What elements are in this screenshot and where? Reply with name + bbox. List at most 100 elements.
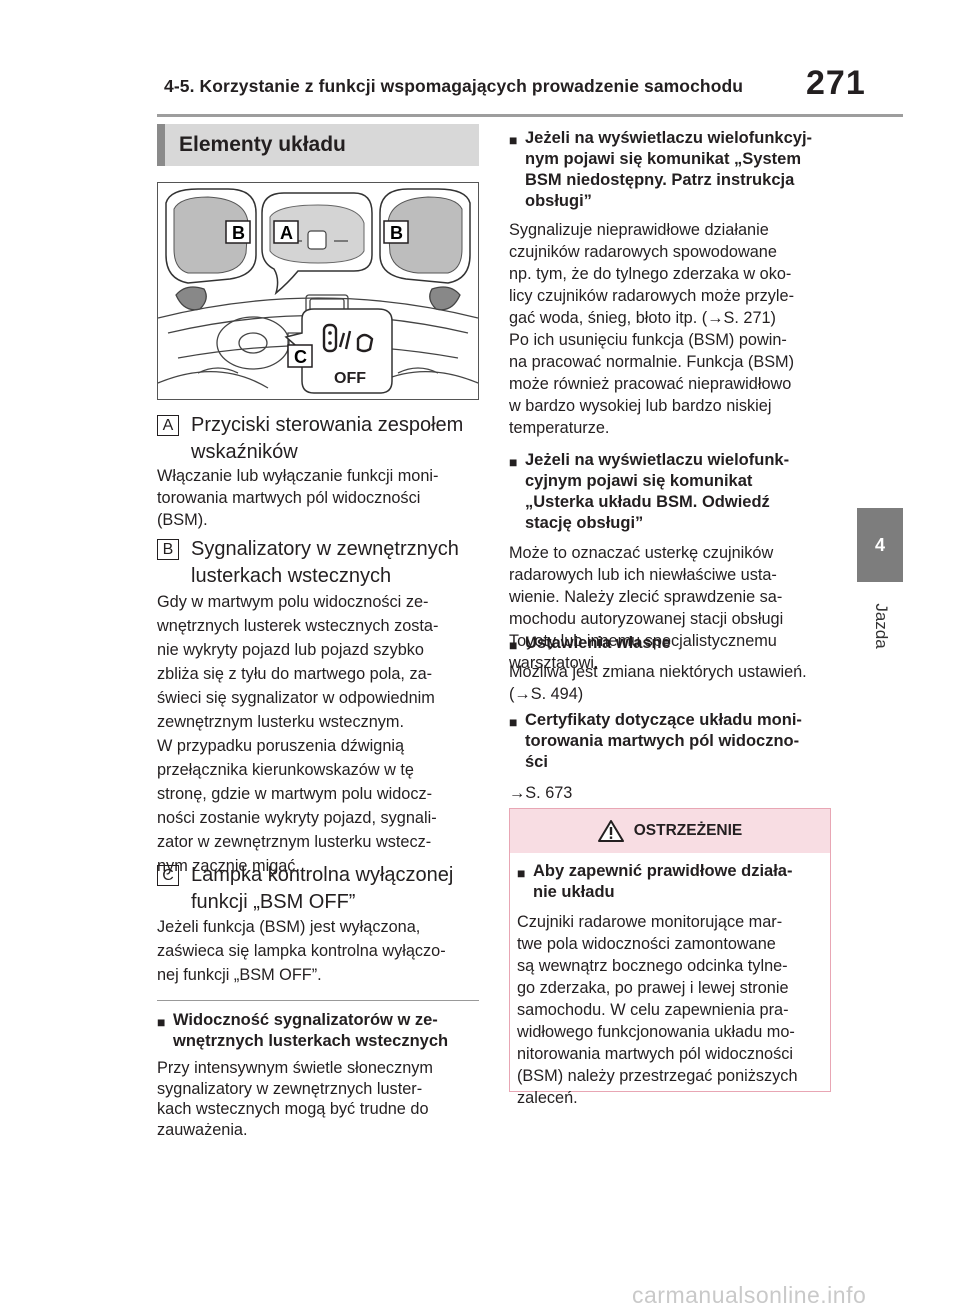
text-line: Sygnalizuje nieprawidłowe działanie	[509, 221, 769, 239]
header-rule	[157, 114, 903, 117]
heading-line: BSM niedostępny. Patrz instrukcja	[525, 171, 795, 189]
text-line: torowania martwych pól widoczności	[157, 489, 421, 507]
chapter-label-text: Jazda	[872, 603, 891, 649]
text-line: Może to oznaczać usterkę czujników	[509, 544, 774, 562]
item-a-letter: A	[157, 415, 179, 436]
text-line: czujników radarowych spowodowane	[509, 243, 777, 261]
text-line: zaświeca się lampka kontrolna wyłączo-	[157, 942, 446, 960]
custom-settings-note: ■ Ustawienia własne Możliwa jest zmiana …	[509, 633, 839, 705]
text-line: Możliwa jest zmiana niektórych ustawień.	[509, 663, 807, 681]
heading-line: Jeżeli na wyświetlaczu wielofunk-	[525, 451, 790, 469]
text-line: warsztatowi.	[509, 654, 599, 672]
text-line: radarowych lub ich niewłaściwe usta-	[509, 566, 777, 584]
heading-line: Widoczność sygnalizatorów w ze-	[173, 1011, 438, 1029]
text-line: stronę, gdzie w martwym polu widocz-	[157, 785, 433, 803]
text-line: gać woda, śnieg, błoto itp. (→S. 271)	[509, 309, 776, 327]
bsm-unavailable-body: Sygnalizuje nieprawidłowe działanie czuj…	[509, 219, 839, 439]
text-line: Włączanie lub wyłączanie funkcji moni-	[157, 467, 439, 485]
text-line: go zderzaka, po prawej i lewej stronie	[517, 979, 789, 997]
text-line: przełącznika kierunkowskazów w tę	[157, 761, 414, 779]
warning-triangle-icon	[597, 820, 624, 842]
warning-box: OSTRZEŻENIE ■ Aby zapewnić prawidłowe dz…	[509, 808, 831, 1107]
text-line: zaleceń.	[517, 1089, 578, 1107]
car-interior-illustration: OFF B B A C	[158, 188, 478, 394]
bullet-icon: ■	[517, 865, 526, 881]
item-c-body: Jeżeli funkcja (BSM) jest wyłączona, zaś…	[157, 915, 446, 987]
warning-header: OSTRZEŻENIE	[510, 809, 830, 853]
text-line: Po ich usunięciu funkcja (BSM) powin-	[509, 331, 787, 349]
heading-line: Ustawienia własne	[525, 634, 671, 652]
warning-heading: ■ Aby zapewnić prawidłowe działa- nie uk…	[517, 861, 827, 903]
text-line: kach wstecznych mogą być trudne do	[157, 1100, 429, 1118]
heading-line: stację obsługi”	[525, 514, 644, 532]
custom-settings-heading: ■ Ustawienia własne	[509, 633, 839, 654]
text-line: nie wykryty pojazd lub pojazd szybko	[157, 641, 424, 659]
text-line: twe pola widoczności zamontowane	[517, 935, 776, 953]
heading-line: Certyfikaty dotyczące układu moni-	[525, 711, 802, 729]
certificates-note: ■ Certyfikaty dotyczące układu moni- tor…	[509, 710, 839, 804]
bsm-unavailable-heading: ■ Jeżeli na wyświetlaczu wielofunkcyj- n…	[509, 128, 839, 212]
page-reference: →S. 673	[509, 784, 573, 802]
text-line: wienie. Należy zlecić sprawdzenie sa-	[509, 588, 783, 606]
text-line: temperaturze.	[509, 419, 610, 437]
heading-line: nie układu	[533, 883, 615, 901]
heading-line: ści	[525, 753, 548, 771]
text-line: Toyoty lub innemu specjalistycznemu	[509, 632, 777, 650]
figure-label-a: A	[280, 223, 293, 243]
section-divider	[157, 1000, 479, 1001]
text-line: licy czujników radarowych może przyle-	[509, 287, 795, 305]
item-b: B Sygnalizatory w zewnętrznych lusterkac…	[157, 536, 479, 596]
text-line: nej funkcji „BSM OFF”.	[157, 966, 322, 984]
text-line: nitorowania martwych pól widoczności	[517, 1045, 793, 1063]
text-line: zator w zewnętrznym lusterku wstecz-	[157, 833, 432, 851]
item-b-letter: B	[157, 539, 179, 560]
custom-settings-body: Możliwa jest zmiana niektórych ustawień.…	[509, 661, 839, 705]
bullet-icon: ■	[509, 714, 518, 730]
text-line: np. tym, że do tylnego zderzaka w oko-	[509, 265, 792, 283]
item-a: A Przyciski sterowania zespołem wskaźnik…	[157, 412, 479, 472]
figure-label-b-right: B	[390, 223, 403, 243]
item-c: C Lampka kontrolna wyłączonej funkcji „B…	[157, 862, 479, 922]
text-line: (BSM).	[157, 511, 208, 529]
item-c-letter: C	[157, 865, 179, 886]
bsm-unavailable-note: ■ Jeżeli na wyświetlaczu wielofunkcyj- n…	[509, 128, 839, 439]
text-line: nym zacznie migać.	[157, 857, 300, 875]
text-line: zbliża się z tyłu do martwego pola, za-	[157, 665, 433, 683]
figure-label-c: C	[294, 347, 307, 367]
heading-line: nym pojawi się komunikat „System	[525, 150, 802, 168]
watermark: carmanualsonline.info	[632, 1282, 867, 1308]
item-b-title-line: lusterkach wstecznych	[191, 565, 392, 587]
warning-content: ■ Aby zapewnić prawidłowe działa- nie uk…	[517, 861, 827, 1109]
certificates-heading: ■ Certyfikaty dotyczące układu moni- tor…	[509, 710, 839, 773]
page-number: 271	[806, 64, 866, 102]
item-b-title: Sygnalizatory w zewnętrznych lusterkach …	[191, 536, 459, 590]
warning-title: OSTRZEŻENIE	[633, 822, 743, 839]
visibility-note: ■ Widoczność sygnalizatorów w ze- wnętrz…	[157, 1010, 479, 1140]
bullet-icon: ■	[509, 637, 518, 653]
heading-line: Aby zapewnić prawidłowe działa-	[533, 862, 793, 880]
item-c-title: Lampka kontrolna wyłączonej funkcji „BSM…	[191, 862, 453, 916]
text-line: w bardzo wysokiej lub bardzo niskiej	[509, 397, 772, 415]
bullet-icon: ■	[509, 454, 518, 470]
system-components-figure: OFF B B A C	[157, 182, 479, 400]
visibility-body: Przy intensywnym świetle słonecznym sygn…	[157, 1058, 479, 1140]
heading-line: torowania martwych pól widoczno-	[525, 732, 800, 750]
chapter-label: Jazda	[860, 596, 902, 656]
chapter-tab: 4	[857, 508, 903, 582]
item-b-body: Gdy w martwym polu widoczności ze- wnętr…	[157, 590, 438, 878]
text-line: Gdy w martwym polu widoczności ze-	[157, 593, 429, 611]
heading-line: cyjnym pojawi się komunikat	[525, 472, 753, 490]
bsm-fault-heading: ■ Jeżeli na wyświetlaczu wielofunk- cyjn…	[509, 450, 839, 534]
heading-line: Jeżeli na wyświetlaczu wielofunkcyj-	[525, 129, 813, 147]
visibility-heading: ■ Widoczność sygnalizatorów w ze- wnętrz…	[157, 1010, 479, 1052]
heading-line: obsługi”	[525, 192, 592, 210]
text-line: (→S. 494)	[509, 685, 584, 703]
text-line: może również pracować nieprawidłowo	[509, 375, 792, 393]
text-line: Jeżeli funkcja (BSM) jest wyłączona,	[157, 918, 421, 936]
text-line: mochodu autoryzowanej stacji obsługi	[509, 610, 784, 628]
item-a-title: Przyciski sterowania zespołem wskaźników	[191, 412, 463, 466]
text-line: widłowego funkcjonowania układu mo-	[517, 1023, 795, 1041]
text-line: (BSM) należy przestrzegać poniższych	[517, 1067, 798, 1085]
bsm-off-text: OFF	[334, 370, 366, 387]
item-a-body: Włączanie lub wyłączanie funkcji moni- t…	[157, 465, 438, 531]
